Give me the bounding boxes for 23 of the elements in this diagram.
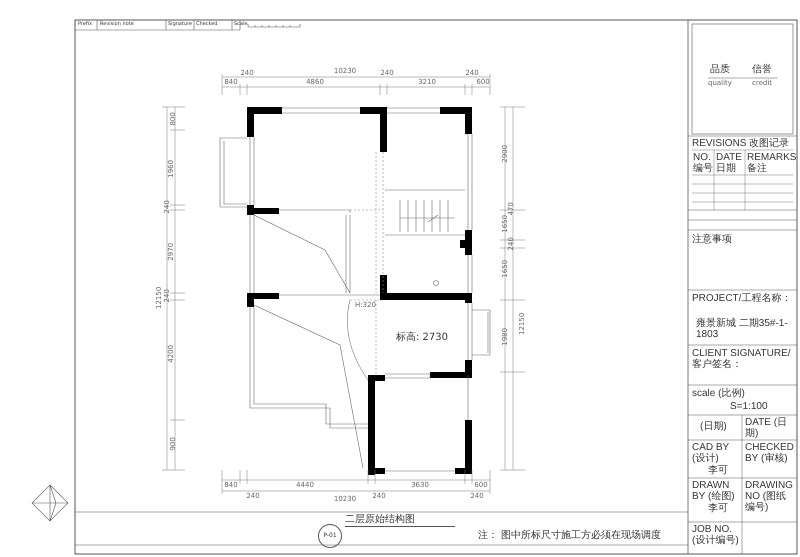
field-label: CAD BY (设计) xyxy=(692,442,730,464)
field-label: CLIENT SIGNATURE/ 客户签名： xyxy=(692,348,792,370)
table-header: DATE 日期 xyxy=(716,152,743,174)
field-label: CHECKED BY (审核) xyxy=(745,442,795,464)
designer-name: 李可 xyxy=(708,465,728,476)
slogan-text: 信誉 xyxy=(752,64,772,75)
drafter-name: 李可 xyxy=(708,503,728,514)
scale-value: S=1:100 xyxy=(730,401,768,412)
notes-heading: 注意事项 xyxy=(692,234,732,245)
field-label: PROJECT/工程名称： xyxy=(692,293,792,304)
table-header: NO. 编号 xyxy=(693,152,714,174)
field-label: DRAWING NO (图纸编号) xyxy=(745,480,794,513)
field-label: (日期) xyxy=(700,421,727,432)
project-name: 雍景新城 二期35#-1-1803 xyxy=(696,318,789,340)
drawing-title: 二层原始结构图 xyxy=(345,514,455,527)
field-label: DRAWN BY (绘图) xyxy=(692,480,736,502)
elevation-note: 标高: 2730 xyxy=(396,332,448,343)
field-label: JOB NO. (设计编号) xyxy=(692,524,740,546)
slogan-text: 品质 xyxy=(710,64,730,75)
field-label: DATE (日期) xyxy=(745,417,788,439)
construction-note: 注： 图中所标尺寸施工方必须在现场调度 xyxy=(478,530,662,541)
table-title: REVISIONS 改图记录 xyxy=(692,138,790,149)
field-label: scale (比例) xyxy=(692,388,745,399)
